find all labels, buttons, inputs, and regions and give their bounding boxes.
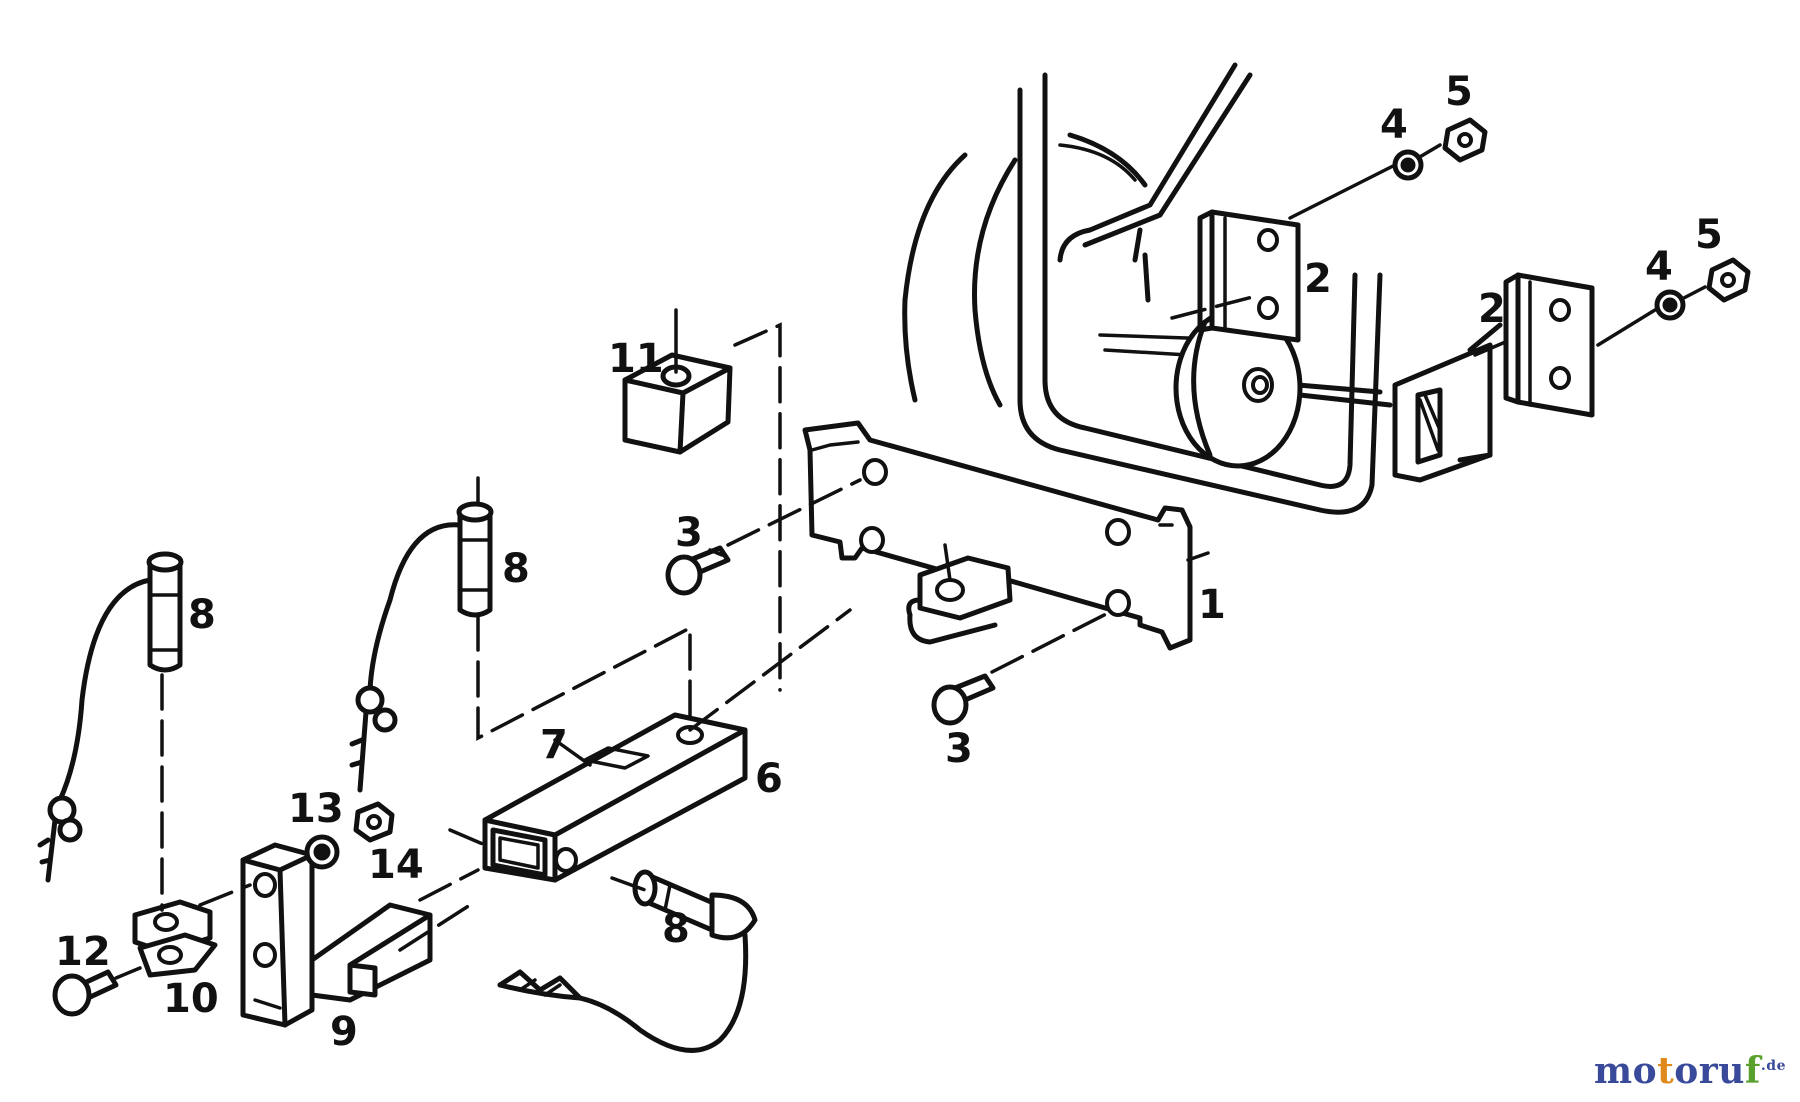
bolt-3-upper xyxy=(665,545,731,596)
callout-12: 12 xyxy=(55,929,111,975)
callout-2-upper: 2 xyxy=(1304,256,1332,302)
washer-4-upper xyxy=(1392,149,1424,181)
callout-3-lower: 3 xyxy=(945,726,973,772)
bolt-3-lower xyxy=(931,673,996,726)
mounting-plate xyxy=(802,420,1193,651)
callout-6: 6 xyxy=(755,756,783,802)
nut-5-lower xyxy=(1706,257,1751,303)
watermark-letter: f xyxy=(1744,1050,1761,1092)
callout-2-lower: 2 xyxy=(1478,286,1506,332)
callout-10: 10 xyxy=(163,976,219,1022)
callout-14: 14 xyxy=(368,842,424,888)
washer-13 xyxy=(304,834,340,870)
bolt-12 xyxy=(52,969,119,1017)
tube-6 xyxy=(482,712,748,883)
pin-8-middle xyxy=(349,501,494,793)
watermark-letter: r xyxy=(1698,1050,1719,1092)
bracket-9 xyxy=(240,842,433,1028)
callout-8-bottom: 8 xyxy=(662,906,690,952)
callout-1: 1 xyxy=(1198,582,1226,628)
machine-frame xyxy=(1017,62,1393,515)
watermark-letter: t xyxy=(1657,1050,1675,1092)
motoruf-watermark: motoruf.de xyxy=(1594,1050,1786,1092)
watermark-letter: u xyxy=(1718,1050,1745,1092)
callout-8-middle: 8 xyxy=(502,546,530,592)
bracket-mount-plate xyxy=(1392,322,1503,483)
watermark-suffix: .de xyxy=(1760,1058,1786,1074)
bracket-upper xyxy=(1197,209,1301,343)
wheel xyxy=(902,132,1303,469)
hitch-clip xyxy=(906,543,1013,645)
callout-8-left: 8 xyxy=(188,592,216,638)
callout-9: 9 xyxy=(330,1009,358,1055)
block-11 xyxy=(622,308,733,455)
callout-13: 13 xyxy=(288,786,344,832)
bracket-lower xyxy=(1503,272,1595,418)
nut-14 xyxy=(353,801,395,843)
clip-10 xyxy=(132,899,218,978)
watermark-letter: o xyxy=(1674,1050,1699,1092)
watermark-letter: o xyxy=(1632,1050,1658,1092)
callout-5-upper: 5 xyxy=(1445,69,1473,115)
callout-4-upper: 4 xyxy=(1380,102,1408,148)
callout-4-lower: 4 xyxy=(1645,244,1673,290)
watermark-letter: m xyxy=(1594,1050,1633,1092)
callout-5-lower: 5 xyxy=(1695,212,1723,258)
callout-3-upper: 3 xyxy=(675,510,703,556)
callout-11: 11 xyxy=(608,336,664,382)
pin-8-left xyxy=(37,551,184,883)
washer-4-lower xyxy=(1654,289,1686,321)
nut-5-upper xyxy=(1442,117,1488,163)
pin-8-bottom xyxy=(497,869,758,1053)
